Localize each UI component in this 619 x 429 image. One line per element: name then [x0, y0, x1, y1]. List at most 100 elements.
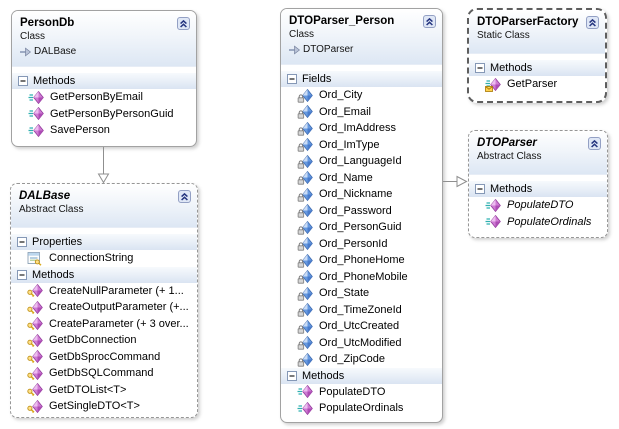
minus-box-icon[interactable]: [475, 63, 485, 73]
member-row[interactable]: Ord_Password: [281, 203, 442, 220]
member-row[interactable]: Ord_Name: [281, 170, 442, 187]
member-name: CreateNullParameter (+ 1...: [49, 284, 184, 297]
member-name: GetPersonByPersonGuid: [50, 107, 174, 120]
minus-box-icon[interactable]: [287, 74, 297, 84]
member-row[interactable]: PopulateOrdinals: [281, 400, 442, 417]
member-row[interactable]: GetDbConnection: [11, 332, 197, 349]
member-name: PopulateDTO: [507, 199, 574, 212]
inherits-arrow-icon: [20, 46, 31, 57]
member-row[interactable]: Ord_UtcCreated: [281, 318, 442, 335]
base-type-name: DTOParser: [303, 44, 354, 55]
member-row[interactable]: ConnectionString: [11, 250, 197, 267]
minus-box-icon[interactable]: [18, 76, 28, 86]
member-row[interactable]: GetDbSprocCommand: [11, 349, 197, 366]
minus-box-icon[interactable]: [17, 269, 27, 280]
compartment-header-methods[interactable]: Methods: [12, 73, 196, 89]
compartment-header-fields[interactable]: Fields: [281, 71, 442, 87]
compartment-header-methods[interactable]: Methods: [469, 181, 607, 197]
member-row[interactable]: PopulateDTO: [469, 197, 607, 214]
member-name: Ord_Name: [319, 171, 373, 184]
member-row[interactable]: GetPersonByPersonGuid: [12, 106, 196, 123]
member-name: GetDbConnection: [49, 334, 137, 347]
private-field-icon: [297, 269, 313, 284]
chevron-double-up-icon[interactable]: [586, 16, 599, 29]
member-name: Ord_ImType: [319, 138, 380, 151]
member-row[interactable]: GetDTOList<T>: [11, 382, 197, 399]
member-row[interactable]: SavePerson: [12, 122, 196, 139]
member-row[interactable]: Ord_City: [281, 87, 442, 104]
public-method-icon: [28, 123, 44, 138]
minus-box-icon[interactable]: [287, 370, 297, 381]
public-method-icon: [485, 214, 501, 229]
inheritance-connector-dtoparser-person-to-dtoparser: [442, 175, 468, 188]
private-field-icon: [297, 104, 313, 119]
class-name: DTOParser_Person: [289, 15, 395, 27]
member-row[interactable]: CreateOutputParameter (+...: [11, 299, 197, 316]
member-row[interactable]: PopulateDTO: [281, 384, 442, 401]
member-name: Ord_UtcModified: [319, 336, 402, 349]
member-row[interactable]: Ord_UtcModified: [281, 335, 442, 352]
protected-method-icon: [27, 399, 43, 414]
private-field-icon: [297, 121, 313, 136]
member-name: PopulateDTO: [319, 385, 386, 398]
class-title-row: PersonDb: [20, 16, 191, 30]
member-row[interactable]: Ord_State: [281, 285, 442, 302]
member-row[interactable]: Ord_LanguageId: [281, 153, 442, 170]
inheritance-connector-persondb-to-dalbase: [97, 146, 110, 184]
member-name: PopulateOrdinals: [507, 215, 592, 228]
member-row[interactable]: Ord_ImAddress: [281, 120, 442, 137]
public-method-icon: [485, 198, 501, 213]
member-row[interactable]: Ord_ZipCode: [281, 351, 442, 368]
member-row[interactable]: Ord_PhoneMobile: [281, 269, 442, 286]
protected-method-icon: [27, 382, 43, 397]
member-row[interactable]: Ord_TimeZoneId: [281, 302, 442, 319]
member-row[interactable]: GetParser: [469, 76, 605, 93]
compartment-header-properties[interactable]: Properties: [11, 234, 197, 250]
member-row[interactable]: PopulateOrdinals: [469, 214, 607, 231]
private-field-icon: [297, 236, 313, 251]
member-row[interactable]: GetDbSQLCommand: [11, 365, 197, 382]
member-name: GetDbSprocCommand: [49, 350, 161, 363]
class-stereotype: Class: [289, 29, 315, 40]
compartment-header-methods[interactable]: Methods: [281, 367, 442, 384]
protected-method-icon: [27, 283, 43, 298]
member-row[interactable]: Ord_PersonId: [281, 236, 442, 253]
compartment-label: Methods: [302, 369, 345, 382]
member-row[interactable]: GetPersonByEmail: [12, 89, 196, 106]
private-field-icon: [297, 137, 313, 152]
member-row[interactable]: Ord_PersonGuid: [281, 219, 442, 236]
compartment-label: Methods: [490, 183, 533, 195]
member-row[interactable]: Ord_ImType: [281, 137, 442, 154]
member-row[interactable]: GetSingleDTO<T>: [11, 398, 197, 415]
compartment-header-methods[interactable]: Methods: [469, 60, 605, 76]
minus-box-icon[interactable]: [17, 237, 27, 247]
member-row[interactable]: CreateParameter (+ 3 over...: [11, 316, 197, 333]
chevron-double-up-icon[interactable]: [588, 137, 601, 150]
member-name: Ord_PhoneMobile: [319, 270, 408, 283]
compartment-header-methods[interactable]: Methods: [11, 266, 197, 283]
private-field-icon: [297, 319, 313, 334]
chevron-double-up-icon[interactable]: [177, 17, 190, 30]
compartment-label: Fields: [302, 73, 332, 85]
member-name: Ord_Nickname: [319, 188, 393, 201]
member-row[interactable]: CreateNullParameter (+ 1...: [11, 283, 197, 300]
chevron-double-up-icon[interactable]: [423, 15, 436, 28]
public-method-icon: [28, 106, 44, 121]
minus-box-icon[interactable]: [475, 184, 485, 194]
chevron-double-up-icon[interactable]: [178, 190, 191, 203]
member-row[interactable]: Ord_Email: [281, 104, 442, 121]
inherits-arrow-icon: [289, 44, 300, 55]
member-name: GetSingleDTO<T>: [49, 400, 140, 413]
protected-method-icon: [27, 300, 43, 315]
member-row[interactable]: Ord_Nickname: [281, 186, 442, 203]
member-row[interactable]: Ord_PhoneHome: [281, 252, 442, 269]
